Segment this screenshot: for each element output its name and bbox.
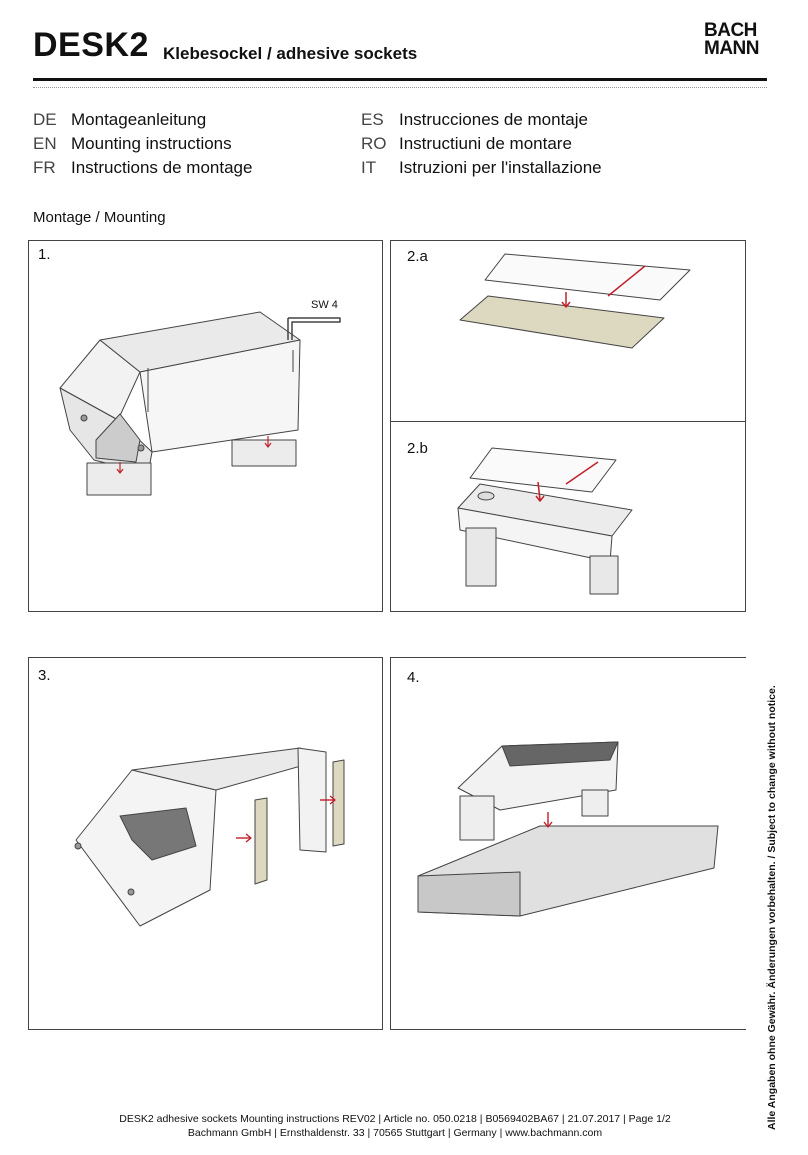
footer-line-2: Bachmann GmbH | Ernsthaldenstr. 33 | 705… — [187, 1127, 603, 1139]
lang-text: Istruzioni per l'installazione — [399, 158, 602, 177]
panel-step-2 — [390, 240, 746, 612]
lang-row-de: DE Montageanleitung — [33, 110, 206, 130]
lang-row-es: ES Instrucciones de montaje — [361, 110, 588, 130]
lang-text: Montageanleitung — [71, 110, 207, 129]
step-number-2a: 2.a — [407, 248, 428, 265]
document-title: DESK2 — [33, 26, 149, 64]
section-title: Montage / Mounting — [33, 209, 166, 226]
step1-arrows — [116, 436, 272, 474]
lang-code: ES — [361, 110, 384, 129]
footer-line-1: DESK2 adhesive sockets Mounting instruct… — [119, 1113, 671, 1125]
lang-row-ro: RO Instructiuni de montare — [361, 134, 572, 154]
panel-step-1 — [28, 240, 383, 612]
brand-logo: BACH MANN — [704, 20, 760, 59]
lang-code: IT — [361, 158, 377, 177]
step2a-adhesive-illustration — [459, 253, 691, 349]
step-number-3: 3. — [38, 667, 51, 684]
lang-code: DE — [33, 110, 57, 129]
disclaimer-text: Alle Angaben ohne Gewähr. Änderungen vor… — [766, 685, 778, 1130]
step2a-marks — [561, 265, 646, 308]
step2b-marks — [535, 461, 599, 502]
lang-row-fr: FR Instructions de montage — [33, 158, 252, 178]
document-subtitle: Klebesockel / adhesive sockets — [163, 44, 418, 63]
lang-text: Instructiuni de montare — [399, 134, 572, 153]
lang-text: Mounting instructions — [71, 134, 232, 153]
lang-code: RO — [361, 134, 387, 153]
step-number-1: 1. — [38, 246, 51, 263]
header-dotted-rule — [33, 87, 767, 88]
step3-socket-illustration — [74, 747, 345, 927]
panel-step-3 — [28, 657, 383, 1030]
header-rule — [33, 78, 767, 81]
tool-label: SW 4 — [311, 299, 338, 311]
step2b-base-illustration — [457, 447, 633, 595]
logo-line-2: MANN — [704, 38, 760, 59]
step-number-2b: 2.b — [407, 440, 428, 457]
step4-arrow — [543, 812, 553, 828]
step-number-4: 4. — [407, 669, 420, 686]
logo-line-1: BACH — [704, 20, 757, 41]
lang-text: Instructions de montage — [71, 158, 253, 177]
step4-desk-illustration — [417, 741, 719, 917]
panel-divider — [390, 421, 746, 422]
lang-code: EN — [33, 134, 57, 153]
step3-arrows — [236, 795, 336, 843]
panel-step-4 — [390, 657, 746, 1030]
step1-socket-illustration — [59, 311, 341, 496]
lang-text: Instrucciones de montaje — [399, 110, 588, 129]
lang-row-it: IT Istruzioni per l'installazione — [361, 158, 602, 178]
lang-code: FR — [33, 158, 56, 177]
lang-row-en: EN Mounting instructions — [33, 134, 232, 154]
